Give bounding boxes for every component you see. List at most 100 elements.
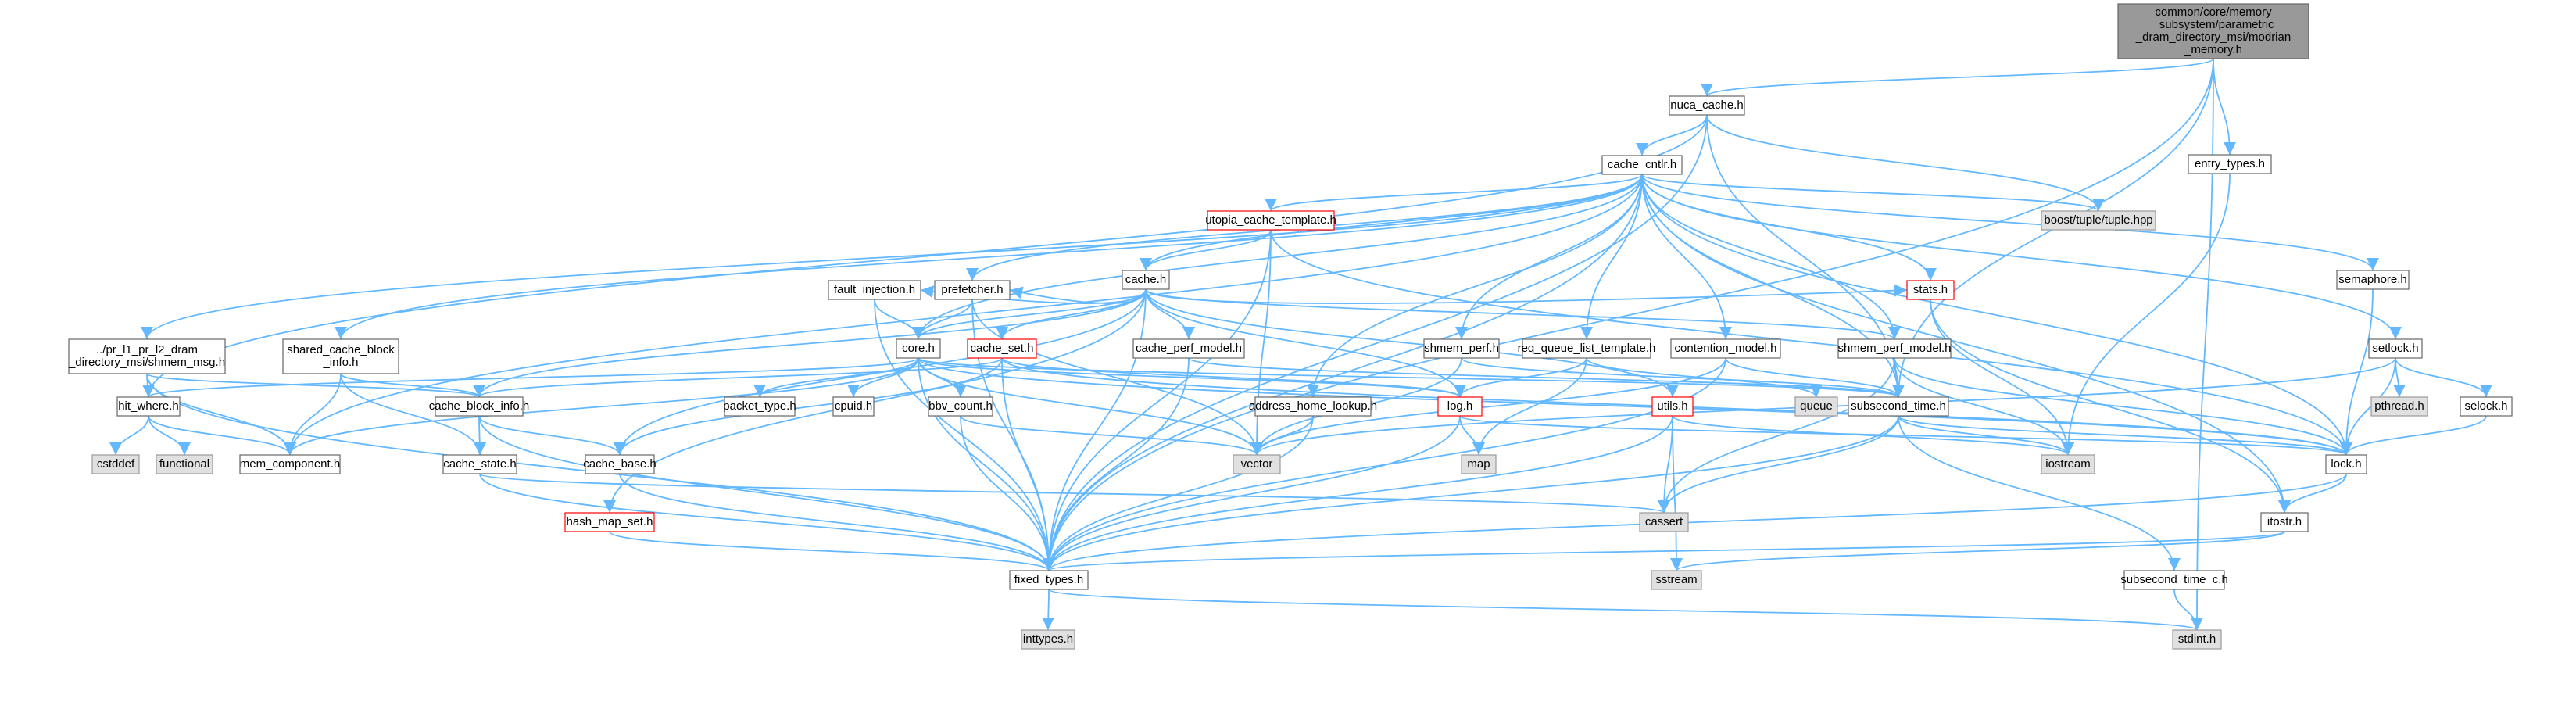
node-box[interactable]	[1837, 338, 1952, 359]
node-map[interactable]: map	[1461, 454, 1497, 474]
node-box[interactable]	[1906, 280, 1955, 300]
node-box[interactable]	[928, 396, 993, 417]
node-box[interactable]	[1670, 338, 1781, 359]
node-hit-where[interactable]: hit_where.h	[116, 396, 181, 417]
node-box[interactable]	[282, 338, 399, 374]
node-box[interactable]	[1522, 338, 1651, 359]
node-cpuid[interactable]: cpuid.h	[832, 396, 875, 417]
node-box[interactable]	[2260, 512, 2309, 532]
node-box[interactable]	[2325, 454, 2367, 474]
node-shared-cache-block-info[interactable]: shared_cache_block_info.h	[282, 338, 399, 374]
node-cache-h[interactable]: cache.h	[1122, 270, 1170, 290]
node-utils[interactable]: utils.h	[1651, 396, 1694, 417]
node-stats[interactable]: stats.h	[1906, 280, 1955, 300]
node-iostream[interactable]: iostream	[2041, 454, 2095, 474]
node-box[interactable]	[1122, 270, 1170, 290]
node-lock[interactable]: lock.h	[2325, 454, 2367, 474]
node-subsecond-time-c[interactable]: subsecond_time_c.h	[2120, 570, 2228, 590]
node-cstddef[interactable]: cstddef	[91, 454, 140, 474]
node-box[interactable]	[68, 338, 226, 374]
node-req-queue-list-template[interactable]: req_queue_list_template.h	[1518, 338, 1656, 359]
node-shmem-msg[interactable]: ../pr_l1_pr_l2_dram_directory_msi/shmem_…	[68, 338, 226, 374]
node-sstream[interactable]: sstream	[1651, 570, 1702, 590]
node-contention-model[interactable]: contention_model.h	[1670, 338, 1781, 359]
node-box[interactable]	[1423, 338, 1500, 359]
node-box[interactable]	[585, 454, 655, 474]
node-box[interactable]	[116, 396, 181, 417]
node-vector[interactable]: vector	[1233, 454, 1281, 474]
node-fault-injection[interactable]: fault_injection.h	[828, 280, 921, 300]
node-box[interactable]	[2041, 454, 2095, 474]
node-box[interactable]	[1254, 396, 1372, 417]
node-queue[interactable]: queue	[1794, 396, 1838, 417]
node-semaphore[interactable]: semaphore.h	[2336, 270, 2410, 290]
node-box[interactable]	[1207, 210, 1335, 231]
node-entry-types[interactable]: entry_types.h	[2188, 154, 2272, 174]
node-box[interactable]	[1437, 396, 1483, 417]
node-cache-set[interactable]: cache_set.h	[967, 338, 1037, 359]
node-box[interactable]	[2117, 3, 2309, 59]
node-root[interactable]: common/core/memory_subsystem/parametric_…	[2117, 3, 2309, 59]
node-nuca-cache[interactable]: nuca_cache.h	[1669, 95, 1745, 116]
node-box[interactable]	[435, 396, 524, 417]
node-box[interactable]	[896, 338, 941, 359]
node-cassert[interactable]: cassert	[1639, 512, 1689, 532]
node-cache-block-info[interactable]: cache_block_info.h	[429, 396, 529, 417]
node-selock[interactable]: selock.h	[2460, 396, 2513, 417]
node-box[interactable]	[1021, 629, 1075, 650]
node-box[interactable]	[1794, 396, 1838, 417]
node-box[interactable]	[934, 280, 1011, 300]
node-subsecond-time[interactable]: subsecond_time.h	[1848, 396, 1949, 417]
node-box[interactable]	[1639, 512, 1689, 532]
node-box[interactable]	[1651, 570, 1702, 590]
node-box[interactable]	[1009, 570, 1089, 590]
node-box[interactable]	[442, 454, 517, 474]
node-shmem-perf[interactable]: shmem_perf.h	[1423, 338, 1500, 359]
node-stdint[interactable]: stdint.h	[2172, 629, 2222, 650]
node-utopia-cache-template[interactable]: utopia_cache_template.h	[1205, 210, 1336, 231]
node-box[interactable]	[239, 454, 341, 474]
node-cache-state[interactable]: cache_state.h	[442, 454, 517, 474]
node-cache-base[interactable]: cache_base.h	[583, 454, 657, 474]
node-box[interactable]	[2368, 338, 2423, 359]
node-functional[interactable]: functional	[156, 454, 213, 474]
node-cache-cntlr[interactable]: cache_cntlr.h	[1601, 155, 1683, 175]
node-packet-type[interactable]: packet_type.h	[723, 396, 796, 417]
node-inttypes[interactable]: inttypes.h	[1021, 629, 1075, 650]
node-hash-map-set[interactable]: hash_map_set.h	[564, 512, 655, 532]
node-fixed-types[interactable]: fixed_types.h	[1009, 570, 1089, 590]
node-box[interactable]	[828, 280, 921, 300]
node-box[interactable]	[2172, 629, 2222, 650]
node-box[interactable]	[2123, 570, 2225, 590]
node-core[interactable]: core.h	[896, 338, 941, 359]
node-box[interactable]	[2041, 210, 2156, 231]
node-mem-component[interactable]: mem_component.h	[239, 454, 341, 474]
node-pthread[interactable]: pthread.h	[2370, 396, 2428, 417]
node-box[interactable]	[564, 512, 655, 532]
node-log[interactable]: log.h	[1437, 396, 1483, 417]
node-boost-tuple[interactable]: boost/tuple/tuple.hpp	[2041, 210, 2156, 231]
node-itostr[interactable]: itostr.h	[2260, 512, 2309, 532]
node-box[interactable]	[1233, 454, 1281, 474]
node-box[interactable]	[724, 396, 796, 417]
node-box[interactable]	[1601, 155, 1683, 175]
node-box[interactable]	[1651, 396, 1694, 417]
node-box[interactable]	[1669, 95, 1745, 116]
node-prefetcher[interactable]: prefetcher.h	[934, 280, 1011, 300]
node-box[interactable]	[2336, 270, 2410, 290]
node-box[interactable]	[1461, 454, 1497, 474]
node-shmem-perf-model[interactable]: shmem_perf_model.h	[1837, 338, 1952, 359]
node-box[interactable]	[2460, 396, 2513, 417]
node-box[interactable]	[1132, 338, 1245, 359]
node-box[interactable]	[91, 454, 140, 474]
node-box[interactable]	[156, 454, 213, 474]
node-box[interactable]	[967, 338, 1037, 359]
node-address-home-lookup[interactable]: address_home_lookup.h	[1249, 396, 1377, 417]
node-setlock[interactable]: setlock.h	[2368, 338, 2423, 359]
node-box[interactable]	[2370, 396, 2428, 417]
node-box[interactable]	[1848, 396, 1949, 417]
node-box[interactable]	[2188, 154, 2272, 174]
node-bbv-count[interactable]: bbv_count.h	[928, 396, 993, 417]
node-cache-perf-model[interactable]: cache_perf_model.h	[1132, 338, 1245, 359]
node-box[interactable]	[832, 396, 875, 417]
